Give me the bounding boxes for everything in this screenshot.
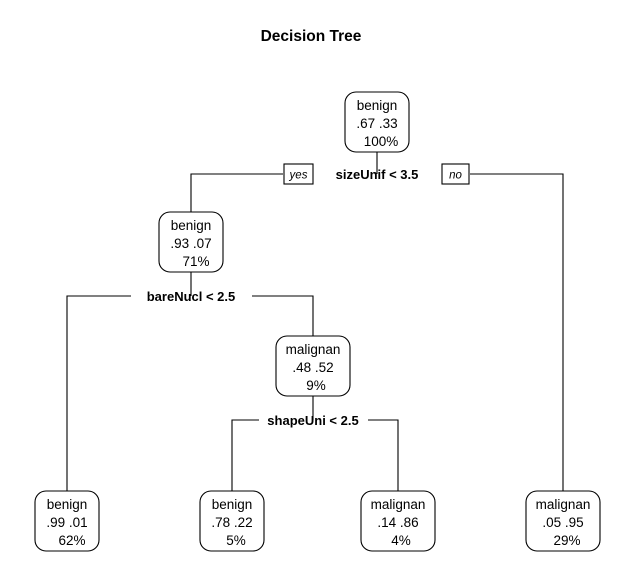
split-shapeuni-label: shapeUni < 2.5 (267, 413, 358, 428)
leaf-3-probabilities: .14 .86 (377, 515, 418, 530)
leaf-3-box (360, 490, 436, 552)
leaf-3-percent: 4% (391, 533, 411, 548)
node-root-percent: 100% (364, 134, 399, 149)
tree-leaf-4[interactable]: malignan .05 .95 29% (525, 490, 601, 552)
figure-title: Decision Tree (261, 28, 362, 45)
sizeunif-yes-label: yes (289, 170, 308, 182)
tree-node-n3[interactable]: malignan .48 .52 9% (275, 335, 351, 397)
split-sizeunif: yes sizeUnif < 3.5 no (283, 163, 470, 185)
node-n3-class: malignan (286, 342, 341, 357)
sizeunif-yes-box[interactable] (283, 163, 314, 185)
tree-edges (66, 152, 564, 491)
edge-shapeuni-no (368, 419, 399, 491)
node-n3-percent: 9% (306, 378, 326, 393)
tree-leaf-3[interactable]: malignan .14 .86 4% (360, 490, 436, 552)
split-shapeuni: shapeUni < 2.5 (267, 413, 358, 428)
edge-shapeuni-yes (231, 419, 259, 491)
leaf-4-percent: 29% (553, 533, 580, 548)
split-sizeunif-label: sizeUnif < 3.5 (336, 167, 419, 182)
tree-node-root[interactable]: benign .67 .33 100% (344, 91, 410, 153)
leaf-3-class: malignan (371, 497, 426, 512)
node-n2-probabilities: .93 .07 (170, 236, 211, 251)
leaf-1-probabilities: .99 .01 (46, 515, 87, 530)
leaf-1-class: benign (47, 497, 88, 512)
leaf-4-box (525, 490, 601, 552)
sizeunif-no-box[interactable] (441, 163, 470, 185)
leaf-4-class: malignan (536, 497, 591, 512)
node-root-probabilities: .67 .33 (356, 116, 397, 131)
node-n3-box (275, 335, 351, 397)
tree-leaf-1[interactable]: benign .99 .01 62% (34, 490, 100, 552)
edge-barenucl-yes (66, 295, 131, 491)
node-n2-class: benign (171, 218, 212, 233)
edge-sizeunif-yes (190, 173, 283, 212)
node-n2-percent: 71% (182, 254, 209, 269)
leaf-1-box (34, 490, 100, 552)
split-barenucl-label: bareNucl < 2.5 (147, 289, 236, 304)
leaf-2-percent: 5% (226, 533, 246, 548)
tree-node-n2[interactable]: benign .93 .07 71% (158, 211, 224, 273)
edge-barenucl-no (252, 295, 314, 336)
sizeunif-no-label: no (449, 170, 462, 182)
leaf-2-box (199, 490, 265, 552)
edge-sizeunif-no (470, 173, 564, 491)
node-root-box (344, 91, 410, 153)
leaf-4-probabilities: .05 .95 (542, 515, 583, 530)
node-n2-box (158, 211, 224, 273)
node-n3-probabilities: .48 .52 (292, 360, 333, 375)
split-barenucl: bareNucl < 2.5 (147, 289, 236, 304)
leaf-1-percent: 62% (58, 533, 85, 548)
leaf-2-class: benign (212, 497, 253, 512)
node-root-class: benign (357, 98, 398, 113)
tree-leaf-2[interactable]: benign .78 .22 5% (199, 490, 265, 552)
leaf-2-probabilities: .78 .22 (211, 515, 252, 530)
